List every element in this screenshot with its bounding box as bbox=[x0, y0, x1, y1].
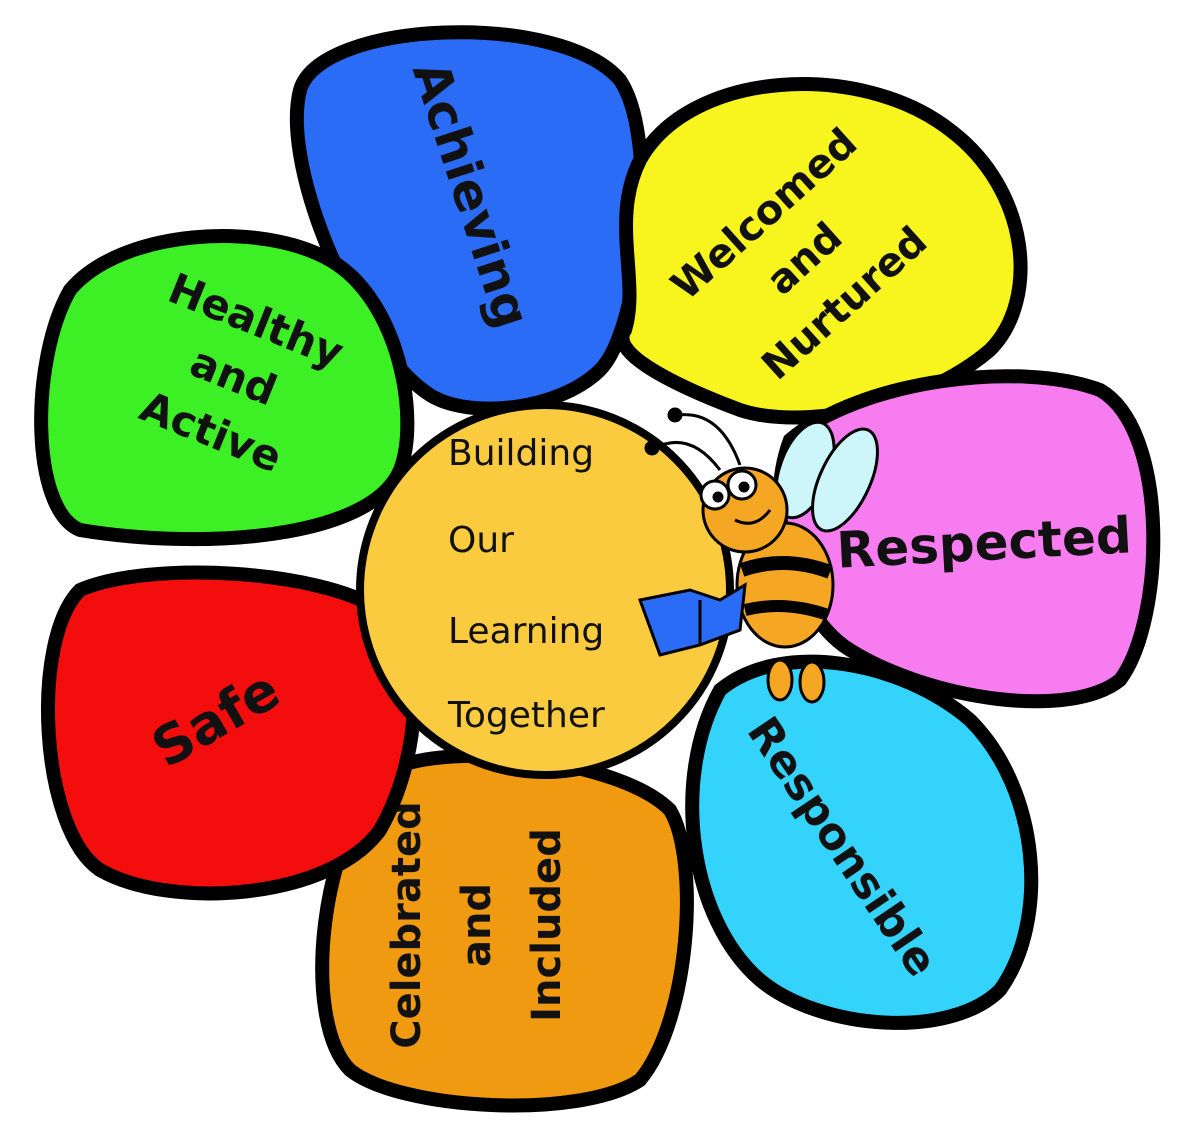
center-line-together: Together bbox=[447, 695, 605, 736]
petal-responsible: Responsible bbox=[685, 654, 1039, 1030]
petal-label-included: Included bbox=[524, 828, 570, 1022]
center-line-building: Building bbox=[448, 433, 594, 474]
petal-welcomed-nurtured: Welcomed and Nurtured bbox=[615, 77, 1028, 425]
petal-respected: Respected bbox=[772, 369, 1161, 709]
petal-healthy-active: Healthy and Active bbox=[34, 229, 415, 547]
flower-center: Building Our Learning Together bbox=[356, 401, 734, 779]
petal-celebrated-included: Celebrated and Included bbox=[315, 748, 694, 1113]
bee-reading-book-icon bbox=[637, 407, 879, 704]
petal-label-and-2: and bbox=[454, 883, 500, 967]
center-line-our: Our bbox=[448, 520, 514, 561]
center-line-learning: Learning bbox=[448, 611, 604, 652]
petal-label-celebrated: Celebrated bbox=[384, 801, 430, 1049]
petal-safe: Safe bbox=[41, 565, 421, 901]
